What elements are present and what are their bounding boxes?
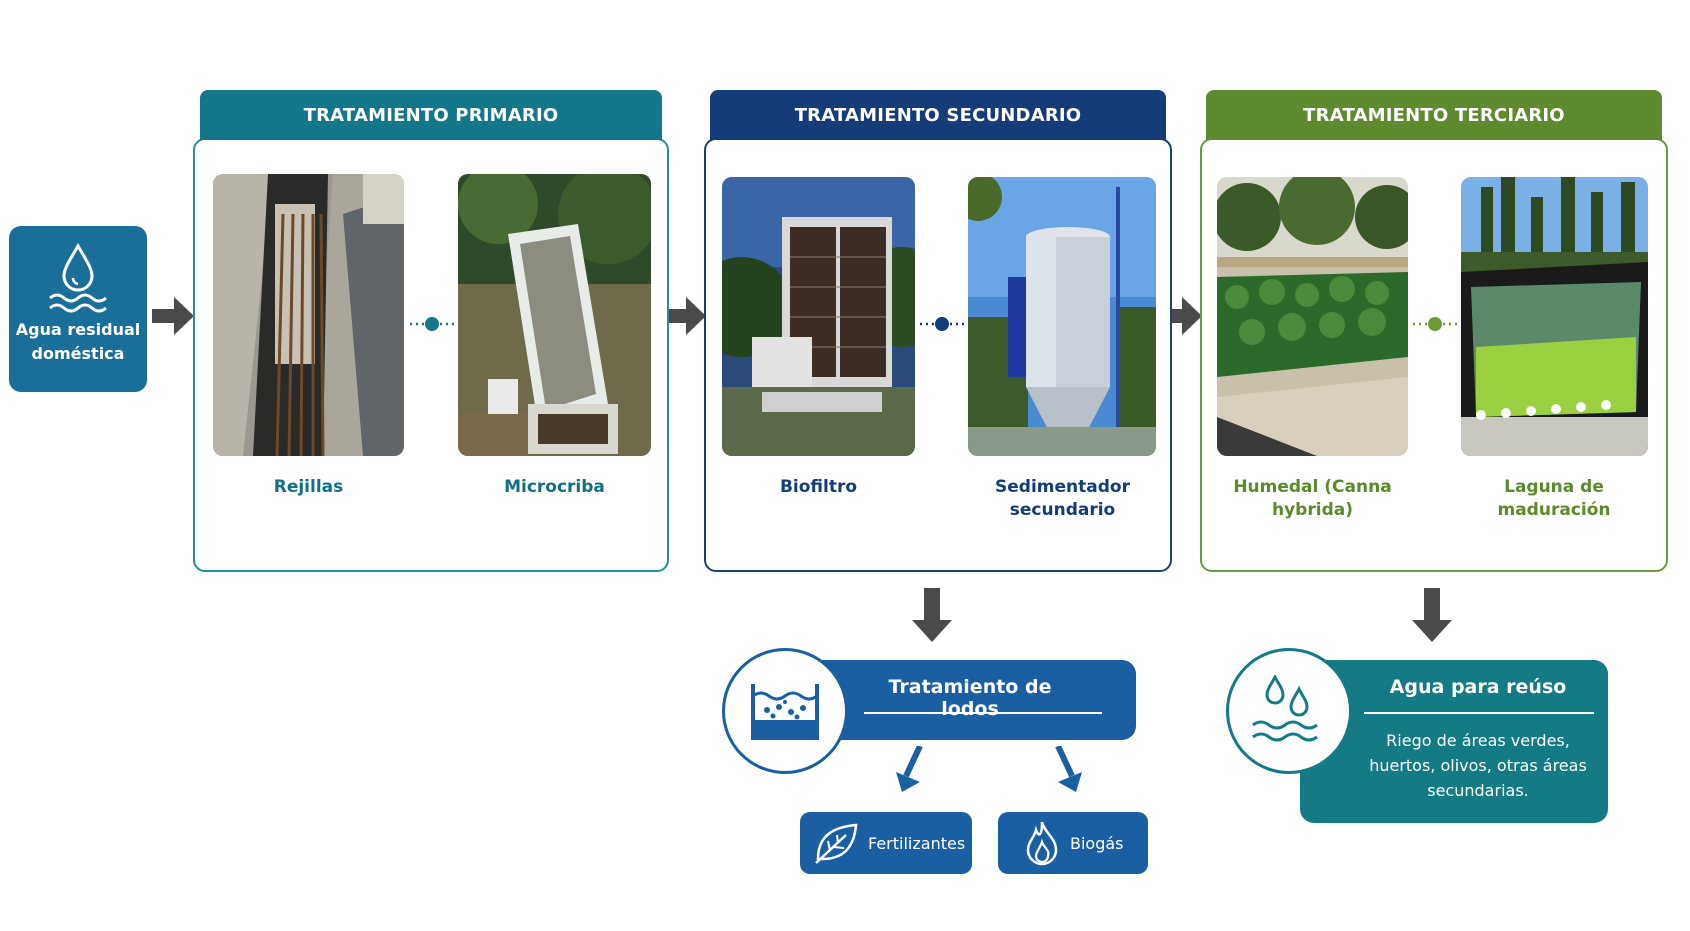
- product-fertilizantes-label: Fertilizantes: [868, 833, 966, 853]
- caption-sedimentador: Sedimentador secundario: [995, 477, 1130, 520]
- caption-rejillas: Rejillas: [273, 477, 344, 497]
- header-primario: TRATAMIENTO PRIMARIO: [200, 90, 662, 140]
- photo-microcriba: [458, 174, 651, 456]
- sludge-divider: [864, 712, 1102, 714]
- reuse-title: Agua para reúso: [1389, 676, 1567, 698]
- flow-arrow-3: [1160, 297, 1202, 335]
- source-box: Agua residual doméstica: [9, 226, 147, 392]
- down-arrow-lodos: [912, 588, 952, 642]
- down-arrow-reuso: [1412, 588, 1452, 642]
- reuse-divider: [1364, 712, 1594, 714]
- photo-biofiltro: [722, 177, 915, 456]
- reuse-icon-circle: [1226, 648, 1352, 774]
- water-reuse-icon: [1252, 675, 1318, 742]
- reuse-description: Riego de áreas verdes, huertos, olivos, …: [1369, 731, 1587, 800]
- photo-laguna: [1461, 177, 1648, 456]
- photo-rejillas: [213, 174, 404, 456]
- flow-arrow-1: [152, 297, 194, 335]
- connector-secundario: [918, 316, 966, 332]
- sludge-icon-circle: [722, 648, 848, 774]
- header-secundario: TRATAMIENTO SECUNDARIO: [710, 90, 1166, 140]
- product-biogas: Biogás: [998, 812, 1148, 874]
- water-drop-waves-icon: [49, 242, 107, 313]
- product-fertilizantes: Fertilizantes: [800, 812, 972, 874]
- flame-icon: [1026, 821, 1058, 866]
- caption-humedal: Humedal (Canna hybrida): [1233, 477, 1392, 520]
- sludge-pill: Tratamiento de lodos: [790, 660, 1136, 740]
- photo-sedimentador: [968, 177, 1156, 456]
- connector-primario: [408, 316, 456, 332]
- caption-biofiltro: Biofiltro: [779, 477, 858, 497]
- source-label: Agua residual doméstica: [15, 320, 141, 363]
- sludge-title: Tratamiento de lodos: [888, 676, 1052, 720]
- flow-arrow-2: [664, 297, 706, 335]
- connector-terciario: [1411, 316, 1459, 332]
- caption-microcriba: Microcriba: [504, 477, 605, 497]
- product-biogas-label: Biogás: [1070, 833, 1124, 853]
- caption-laguna: Laguna de maduración: [1497, 477, 1611, 520]
- reuse-pill: Agua para reúso Riego de áreas verdes, h…: [1300, 660, 1608, 823]
- header-terciario: TRATAMIENTO TERCIARIO: [1206, 90, 1662, 140]
- arrow-to-fertilizantes: [896, 746, 923, 792]
- arrow-to-biogas: [1055, 746, 1082, 792]
- leaf-icon: [815, 823, 858, 864]
- photo-humedal: [1217, 177, 1408, 456]
- sludge-tank-icon: [751, 684, 819, 740]
